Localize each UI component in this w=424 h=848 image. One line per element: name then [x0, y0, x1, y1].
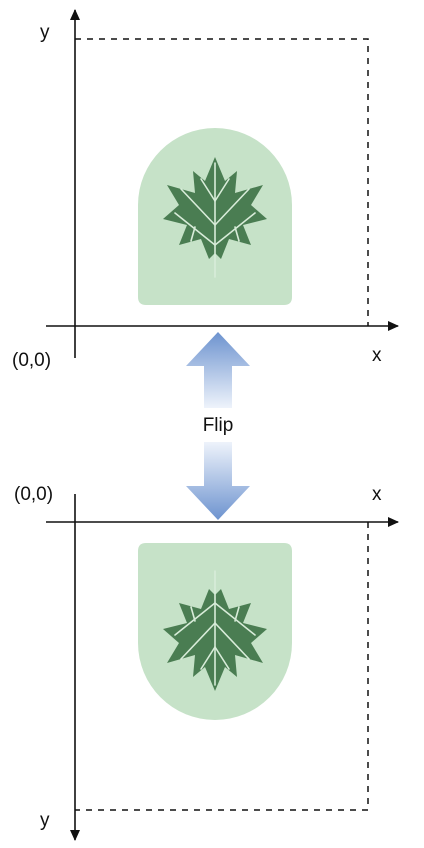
flip-label: Flip	[203, 415, 234, 436]
bottom-origin-label: (0,0)	[14, 484, 53, 505]
top-dashed-frame	[75, 38, 369, 326]
flip-double-arrow: Flip	[186, 332, 250, 520]
top-x-axis-label: x	[372, 345, 382, 366]
flip-arrow-down-icon	[186, 442, 250, 520]
top-y-axis-label: y	[40, 22, 50, 43]
bottom-x-axis-label: x	[372, 484, 382, 505]
bottom-dashed-frame	[75, 522, 369, 811]
top-panel: y x (0,0)	[12, 9, 399, 371]
top-origin-label: (0,0)	[12, 350, 51, 371]
bottom-y-axis-label: y	[40, 810, 50, 831]
flip-arrow-up-icon	[186, 332, 250, 408]
bottom-panel: y x (0,0)	[14, 484, 399, 841]
